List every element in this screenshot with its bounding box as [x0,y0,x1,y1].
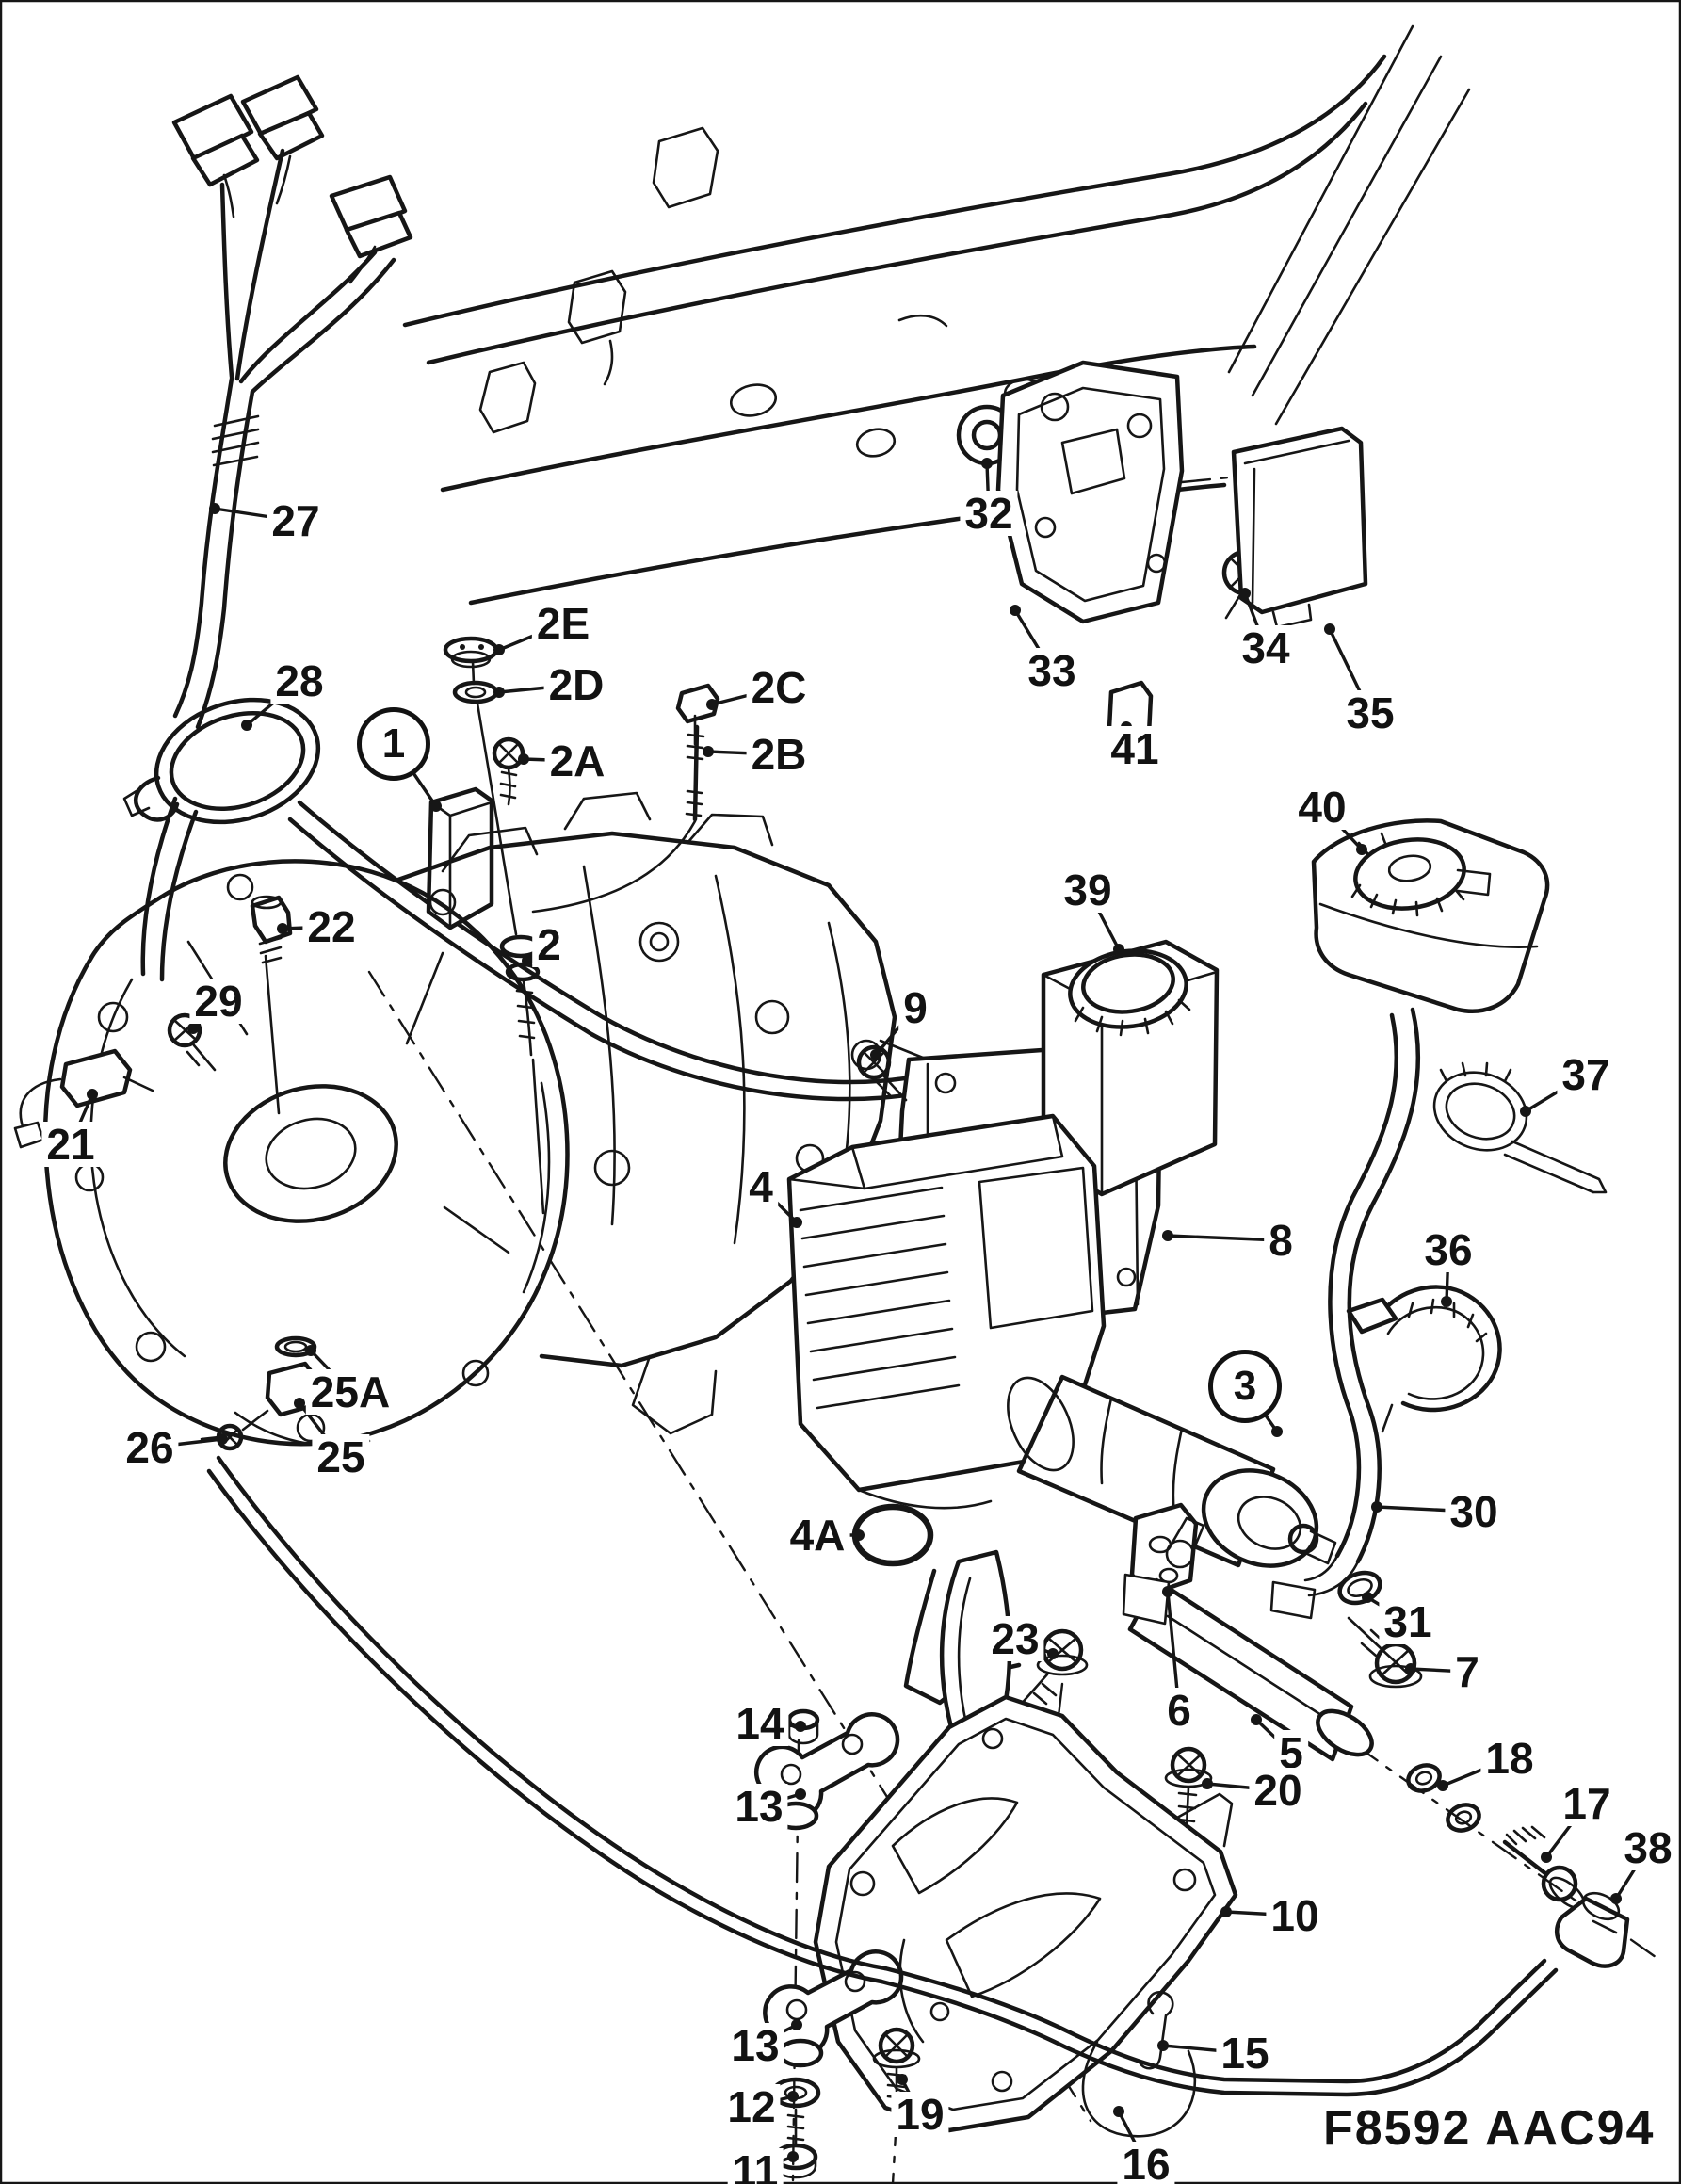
callout-34: 34 [1237,625,1295,671]
callout-38: 38 [1619,1825,1677,1870]
figure-code: F8592 AAC94 [1323,2101,1656,2156]
callout-2D: 2D [543,662,609,707]
callout-19: 19 [891,2092,949,2137]
gearbox-sensors [13,895,321,1451]
callout-27: 27 [267,498,325,543]
wiring-harness [122,74,992,1102]
callout-28: 28 [270,658,329,704]
callout-22: 22 [302,904,361,949]
callout-2C: 2C [746,665,812,710]
callout-17: 17 [1558,1781,1616,1826]
callout-25: 25 [312,1434,370,1480]
callout-2A: 2A [544,738,610,784]
callout-13: 13 [726,2023,784,2068]
callout-32: 32 [960,491,1018,536]
callout-26: 26 [121,1425,179,1470]
callout-37: 37 [1557,1052,1615,1097]
callout-1: 1 [357,707,430,781]
callout-12: 12 [722,2084,781,2129]
callout-39: 39 [1059,867,1117,913]
callout-23: 23 [986,1616,1044,1661]
callout-16: 16 [1117,2142,1175,2184]
slave-cylinder-group [1122,1516,1630,1968]
callout-6: 6 [1162,1688,1196,1733]
callout-15: 15 [1216,2030,1274,2076]
callout-11: 11 [727,2148,784,2184]
callout-10: 10 [1266,1893,1324,1938]
callout-21: 21 [41,1122,100,1167]
callout-4: 4 [744,1164,778,1209]
callout-29: 29 [189,979,248,1024]
ecu-bracket-group [956,360,1368,746]
callout-35: 35 [1341,690,1399,736]
callout-13: 13 [730,1784,788,1829]
callout-30: 30 [1445,1489,1503,1534]
pump-unit [786,1113,1337,1708]
callout-8: 8 [1264,1218,1298,1263]
callout-20: 20 [1249,1768,1307,1813]
callout-4A: 4A [784,1513,850,1558]
callout-2B: 2B [746,732,812,777]
callout-33: 33 [1023,648,1081,693]
callout-9: 9 [898,985,932,1030]
callout-41: 41 [1106,726,1164,771]
clutch-pipe [206,1455,1559,2138]
callout-7: 7 [1450,1649,1484,1694]
callout-31: 31 [1379,1599,1437,1644]
callout-25A: 25A [305,1369,396,1415]
reservoir-hose-group [1303,818,1608,1606]
callout-36: 36 [1419,1227,1478,1272]
callout-18: 18 [1480,1736,1539,1781]
callout-40: 40 [1293,785,1351,830]
mounting-bracket-group [753,1549,1238,2179]
callout-2E: 2E [531,601,595,646]
callout-2: 2 [532,922,566,967]
callout-3: 3 [1208,1350,1282,1423]
callout-14: 14 [731,1701,789,1746]
